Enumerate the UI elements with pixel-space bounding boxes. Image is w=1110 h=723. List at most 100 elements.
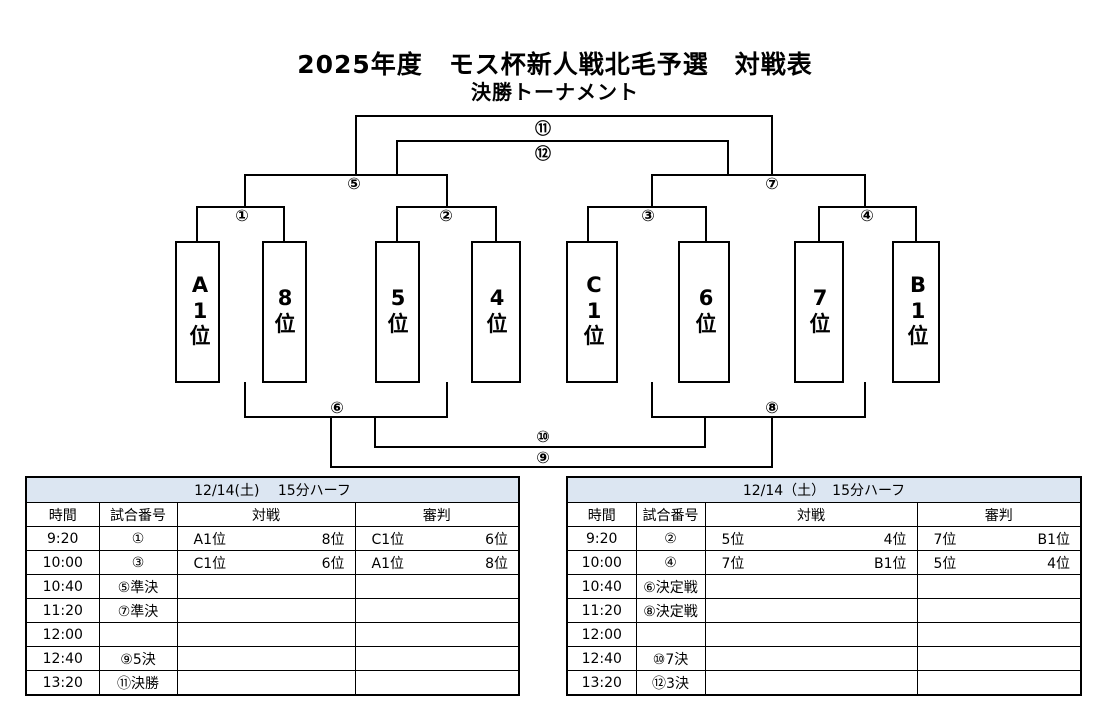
team-box-2 <box>262 241 307 383</box>
match-number-3: ③ <box>641 206 655 225</box>
match-number-1: ① <box>235 206 249 225</box>
match-line-7 <box>651 174 866 207</box>
cell-time: 12:40 <box>25 646 100 671</box>
cell-referee-2 <box>437 574 520 599</box>
match-line-9 <box>330 417 773 468</box>
upper-bracket-lines <box>196 115 917 242</box>
cell-referee-1 <box>916 670 999 696</box>
cell-team-2 <box>266 598 356 623</box>
cell-team-1 <box>176 646 266 671</box>
cell-team-1 <box>704 598 812 623</box>
cell-team-2 <box>812 598 918 623</box>
cell-match-no: ⑦準決 <box>98 598 178 623</box>
cell-team-2 <box>812 646 918 671</box>
cell-referee-2 <box>437 646 520 671</box>
cell-time: 12:00 <box>566 622 637 647</box>
cell-match-no: ① <box>98 526 178 551</box>
cell-team-1 <box>704 622 812 647</box>
lower-bracket-lines <box>244 382 866 468</box>
cell-match-no: ⑧決定戦 <box>635 598 706 623</box>
cell-time: 9:20 <box>25 526 100 551</box>
cell-referee-1 <box>354 622 437 647</box>
cell-referee-2 <box>999 598 1082 623</box>
match-number-5: ⑤ <box>347 174 361 193</box>
cell-time: 10:40 <box>566 574 637 599</box>
cell-match-no: ③ <box>98 550 178 575</box>
team-box-7 <box>794 241 844 383</box>
cell-match-no <box>98 622 178 647</box>
cell-referee-1 <box>354 574 437 599</box>
team-box-3 <box>375 241 420 383</box>
cell-team-1 <box>176 574 266 599</box>
schedule-row: 12:00 <box>25 622 520 647</box>
cell-match-no: ④ <box>635 550 706 575</box>
cell-referee-1 <box>354 598 437 623</box>
match-line-10 <box>374 417 706 448</box>
cell-match-no: ⑩7決 <box>635 646 706 671</box>
page-subtitle: 決勝トーナメント <box>471 80 639 104</box>
match-line-11 <box>355 115 773 175</box>
cell-team-1 <box>176 598 266 623</box>
cell-referee-2 <box>437 670 520 696</box>
col-header-match: 対戦 <box>704 502 918 527</box>
cell-time: 9:20 <box>566 526 637 551</box>
cell-match-no: ⑨5決 <box>98 646 178 671</box>
cell-team-2 <box>266 574 356 599</box>
cell-team-2 <box>266 646 356 671</box>
cell-team-1: A1位 <box>176 526 266 551</box>
match-line-6 <box>244 382 448 418</box>
cell-time: 13:20 <box>566 670 637 696</box>
cell-team-1 <box>704 574 812 599</box>
col-header-time: 時間 <box>25 502 100 527</box>
cell-team-1 <box>176 670 266 696</box>
cell-team-1 <box>176 622 266 647</box>
cell-referee-2: B1位 <box>999 526 1082 551</box>
col-header-referee: 審判 <box>354 502 520 527</box>
cell-match-no: ⑤準決 <box>98 574 178 599</box>
team-box-5 <box>566 241 618 383</box>
match-line-8 <box>651 382 866 418</box>
cell-team-2: 8位 <box>266 526 356 551</box>
cell-referee-2 <box>999 574 1082 599</box>
cell-time: 13:20 <box>25 670 100 696</box>
match-number-2: ② <box>439 206 453 225</box>
cell-team-1: 5位 <box>704 526 812 551</box>
match-number-4: ④ <box>860 206 874 225</box>
match-numbers: ⑪ ⑫ ⑤ ⑦ ① ② ③ ④ ⑥ ⑧ ⑩ ⑨ <box>235 119 874 467</box>
match-number-12: ⑫ <box>535 144 551 163</box>
match-number-8: ⑧ <box>765 398 779 417</box>
cell-time: 10:40 <box>25 574 100 599</box>
cell-time: 11:20 <box>566 598 637 623</box>
cell-team-2 <box>812 670 918 696</box>
cell-referee-2: 8位 <box>437 550 520 575</box>
cell-referee-1 <box>354 670 437 696</box>
match-number-7: ⑦ <box>765 174 779 193</box>
cell-team-2 <box>266 622 356 647</box>
cell-time: 12:00 <box>25 622 100 647</box>
cell-referee-1: C1位 <box>354 526 437 551</box>
match-number-9: ⑨ <box>536 448 550 467</box>
cell-referee-2 <box>999 622 1082 647</box>
cell-match-no: ⑫3決 <box>635 670 706 696</box>
col-header-time: 時間 <box>566 502 637 527</box>
page-title: 2025年度 モス杯新人戦北毛予選 対戦表 <box>297 50 813 79</box>
cell-referee-2 <box>437 598 520 623</box>
match-line-5 <box>244 174 448 207</box>
cell-team-2: 4位 <box>812 526 918 551</box>
